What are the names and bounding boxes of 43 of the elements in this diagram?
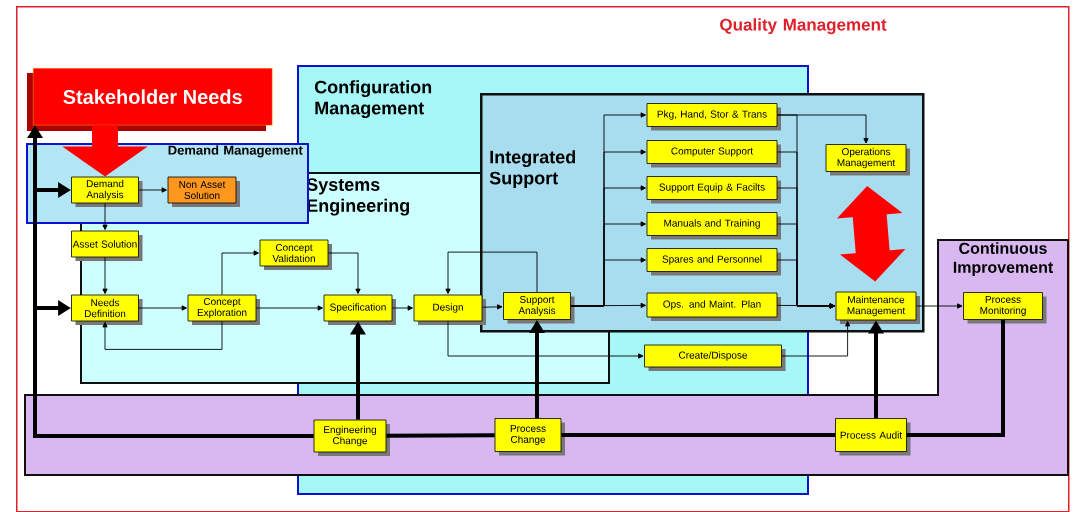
connector-line <box>33 190 314 438</box>
arrow <box>776 303 835 309</box>
process-box: Concept Validation <box>259 239 332 270</box>
process-box: Specification <box>323 294 396 325</box>
process-box: Maintenance Management <box>835 291 920 324</box>
process-box: Spares and Personnel <box>646 248 781 276</box>
process-box: Support Equip & Facilts <box>646 176 781 204</box>
connector-line <box>561 433 836 437</box>
process-box: Engineering Change <box>313 419 390 456</box>
arrow <box>221 250 259 296</box>
process-box: Process Monitoring <box>963 292 1047 324</box>
title-banner: Stakeholder Needs <box>27 68 273 131</box>
arrow <box>776 259 835 309</box>
process-box: Create/Dispose <box>644 344 786 371</box>
arrow <box>445 251 538 294</box>
process-box: Needs Definition <box>71 294 143 325</box>
process-box: Demand Analysis <box>71 176 143 207</box>
process-box: Asset Solution <box>71 230 143 261</box>
process-box: Ops. and Maint. Plan <box>646 292 781 321</box>
arrow <box>255 305 323 311</box>
process-box: Non Asset Solution <box>167 176 240 207</box>
arrow <box>781 321 851 357</box>
connector-line <box>386 433 495 438</box>
arrow <box>138 305 187 311</box>
process-box: Process Change <box>494 418 565 456</box>
arrow <box>391 305 413 311</box>
process-box: Process Audit <box>835 418 911 456</box>
arrow <box>138 187 167 193</box>
process-box: Support Analysis <box>503 292 575 324</box>
arrow <box>915 303 963 309</box>
arrow <box>102 320 223 350</box>
connector-line <box>906 319 1005 437</box>
process-box: Concept Exploration <box>187 294 260 325</box>
arrow <box>102 256 108 294</box>
arrow <box>102 202 108 230</box>
process-box: Pkg, Hand, Stor & Trans <box>646 103 781 131</box>
arrow <box>481 304 503 310</box>
arrow <box>327 252 361 294</box>
process-box: Design <box>413 294 486 325</box>
process-box: Manuals and Training <box>646 212 781 240</box>
process-box: Operations Management <box>825 144 910 176</box>
arrow <box>447 320 644 359</box>
process-box: Computer Support <box>646 140 781 168</box>
